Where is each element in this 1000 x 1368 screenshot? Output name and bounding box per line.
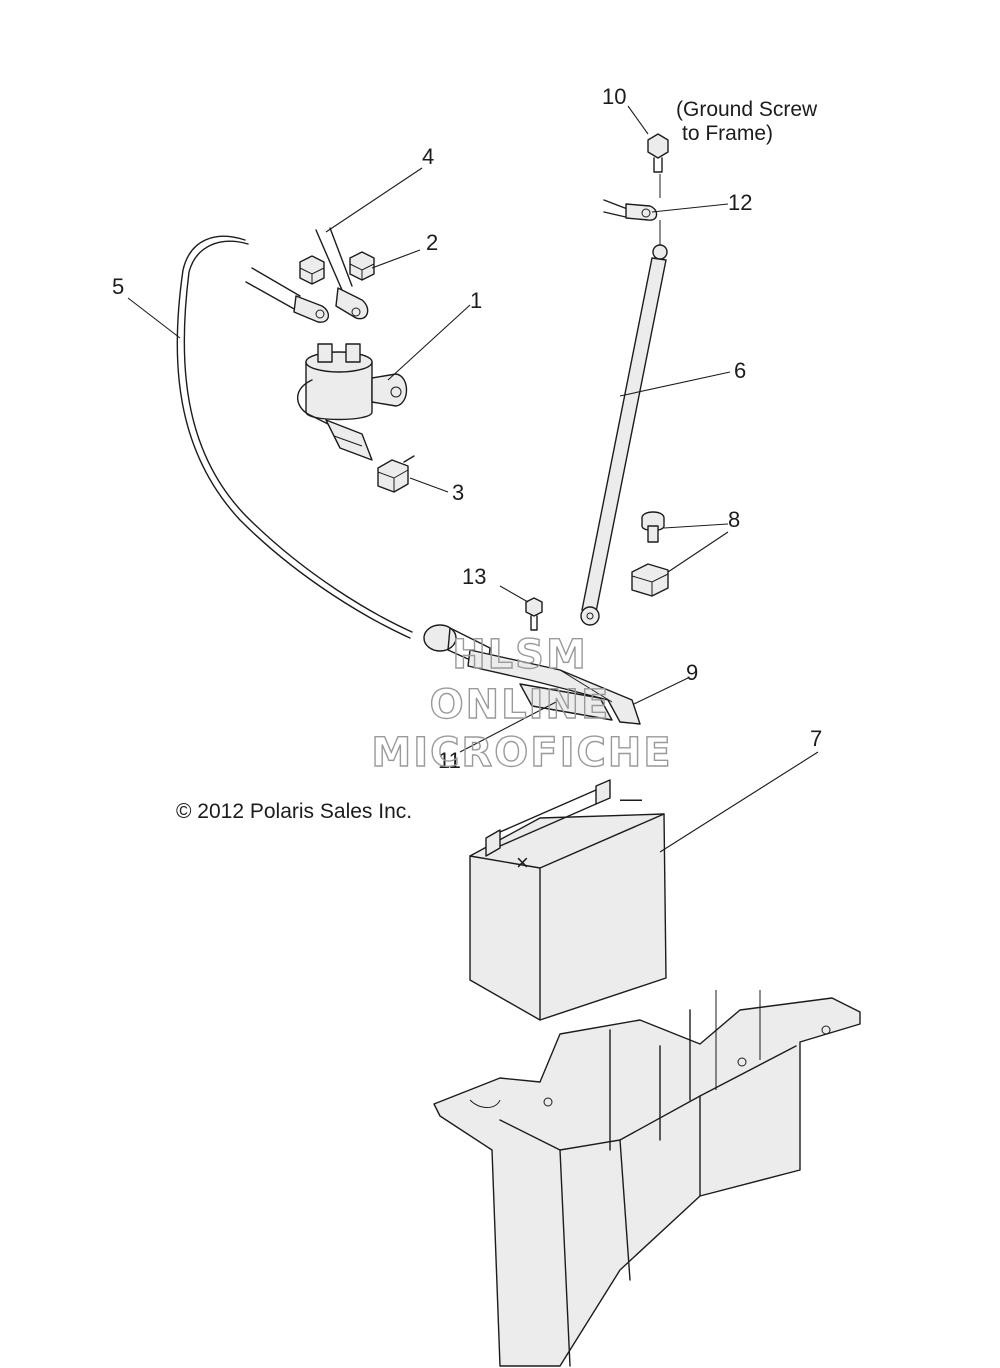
cable-4 — [245, 227, 369, 323]
battery-positive-mark: × — [516, 850, 529, 875]
leader-12 — [651, 203, 729, 213]
leader-5 — [127, 297, 181, 339]
leader-13 — [499, 585, 529, 603]
callout-8: 8 — [728, 507, 740, 532]
callout-13: 13 — [462, 564, 486, 589]
leader-11 — [459, 701, 557, 753]
cable-end-12 — [603, 199, 661, 246]
leader-2 — [371, 249, 421, 269]
callout-4: 4 — [422, 144, 434, 169]
pad-11 — [519, 683, 613, 721]
bolt-3 — [377, 455, 415, 493]
ground-screw-10 — [647, 133, 669, 198]
ground-screw-note-line1: (Ground Screw — [676, 98, 818, 121]
leader-10 — [627, 105, 649, 135]
battery-rod-6 — [580, 244, 668, 626]
leader-9 — [633, 677, 689, 705]
screw-13 — [525, 597, 543, 631]
callout-7: 7 — [810, 726, 822, 751]
leader-1 — [387, 304, 471, 381]
callout-5: 5 — [112, 274, 124, 299]
ground-screw-note-line2: to Frame) — [682, 122, 773, 145]
leader-8a — [663, 523, 729, 529]
bracket-9 — [467, 649, 641, 725]
callout-11: 11 — [438, 748, 461, 773]
watermark-line1: HLSM — [452, 632, 588, 678]
callout-2: 2 — [426, 230, 438, 255]
watermark-line2: ONLINE — [430, 682, 611, 728]
watermark: HLSM ONLINE MICROFICHE — [371, 631, 672, 776]
leader-lines — [127, 105, 819, 853]
solenoid-1 — [297, 343, 408, 461]
nut-2 — [299, 251, 375, 285]
leader-6 — [619, 371, 731, 397]
callout-6: 6 — [734, 358, 746, 383]
leader-7 — [659, 751, 819, 853]
copyright-text: © 2012 Polaris Sales Inc. — [176, 800, 412, 823]
battery-7 — [469, 779, 667, 1021]
callout-9: 9 — [686, 660, 698, 685]
leader-8b — [667, 531, 729, 573]
callout-3: 3 — [452, 480, 464, 505]
leader-3 — [409, 477, 449, 493]
callout-1: 1 — [470, 288, 482, 313]
leader-4 — [325, 167, 423, 233]
battery-cable-5 — [176, 235, 491, 669]
watermark-line3: MICROFICHE — [371, 730, 672, 776]
bolt-block-8 — [631, 511, 669, 597]
battery-negative-mark: — — [620, 786, 642, 811]
callout-12: 12 — [728, 190, 752, 215]
callout-10: 10 — [602, 84, 626, 109]
battery-tray — [433, 990, 861, 1367]
